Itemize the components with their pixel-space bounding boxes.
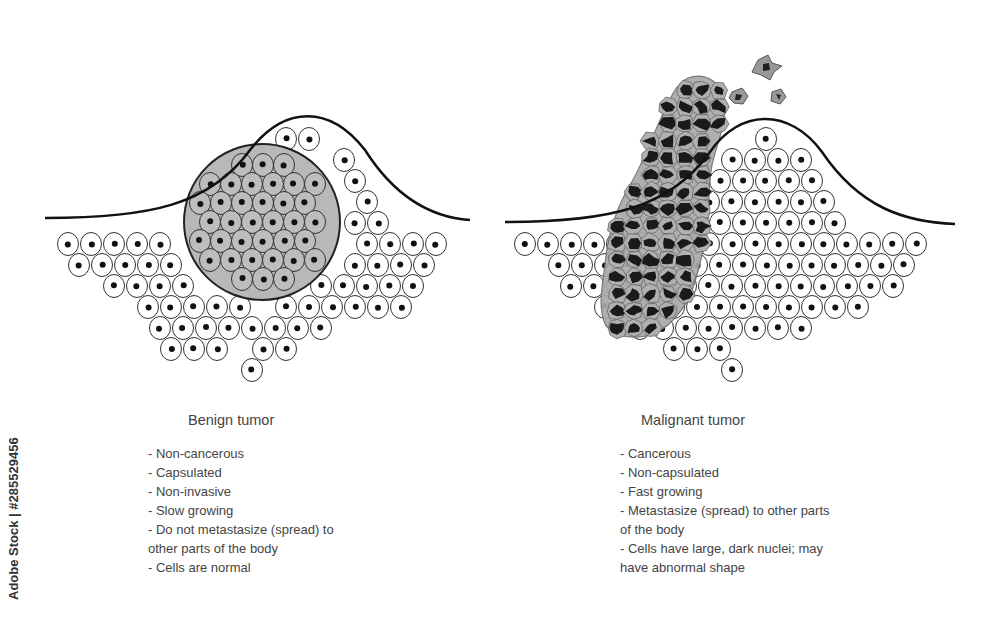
tumor-type-title: Benign tumor: [188, 412, 274, 428]
feature-item: - Cells have large, dark nuclei; may hav…: [620, 539, 838, 577]
feature-item: - Non-capsulated: [620, 463, 838, 482]
watermark: Adobe Stock | #285529456: [6, 437, 21, 600]
skin-surface-line: [505, 119, 955, 224]
feature-item: - Cancerous: [620, 444, 838, 463]
feature-item: - Cells are normal: [148, 558, 348, 577]
tumor-type-title: Malignant tumor: [641, 412, 745, 428]
benign-capsule: [184, 144, 340, 300]
feature-item: - Non-cancerous: [148, 444, 348, 463]
feature-item: - Fast growing: [620, 482, 838, 501]
malignant-tissue-cells: [515, 128, 927, 382]
skin-surface-line: [45, 116, 470, 220]
benign-tissue-cells: [58, 128, 447, 382]
feature-item: - Non-invasive: [148, 482, 348, 501]
feature-item: - Capsulated: [148, 463, 348, 482]
feature-list: - Non-cancerous- Capsulated- Non-invasiv…: [148, 444, 348, 577]
feature-item: - Do not metastasize (spread) to other p…: [148, 520, 348, 558]
benign-tumor-cells: [190, 154, 326, 291]
feature-list: - Cancerous- Non-capsulated- Fast growin…: [620, 444, 838, 577]
metastasizing-cells: [729, 55, 786, 104]
feature-item: - Slow growing: [148, 501, 348, 520]
malignant-mass: [601, 76, 725, 337]
feature-item: - Metastasize (spread) to other parts of…: [620, 501, 838, 539]
